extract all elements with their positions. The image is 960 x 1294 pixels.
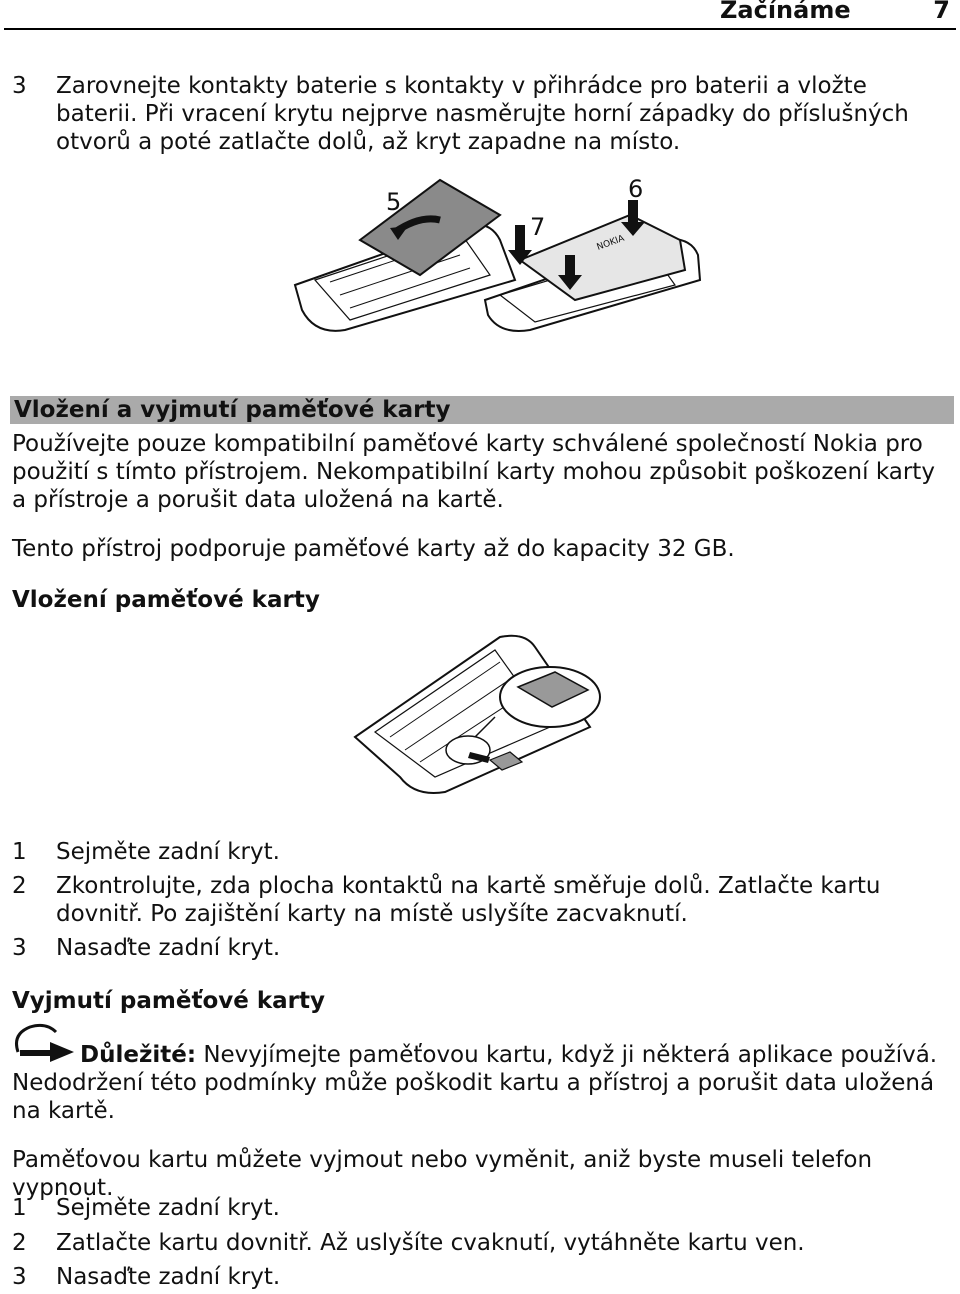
page-header: Začínáme 7: [720, 0, 950, 24]
remove-step-3: 3 Nasaďte zadní kryt.: [12, 1263, 952, 1291]
important-text: Nevyjímejte paměťovou kartu, když ji něk…: [12, 1042, 938, 1124]
figure-label-7: 7: [530, 213, 545, 241]
important-label: Důležité:: [80, 1042, 197, 1068]
step-number: 2: [12, 1230, 27, 1256]
important-hand-icon: [15, 1023, 74, 1062]
insert-step-1: 1 Sejměte zadní kryt.: [12, 838, 952, 866]
figure-label-5: 5: [386, 188, 401, 216]
memory-card-drawing: [468, 671, 590, 771]
header-section-title: Začínáme: [720, 0, 851, 24]
step-number: 3: [12, 73, 27, 99]
arrow-icons: [508, 200, 645, 290]
step-text: Zarovnejte kontakty baterie s kontakty v…: [56, 73, 909, 155]
step-number: 3: [12, 935, 27, 961]
step-text: Sejměte zadní kryt.: [56, 839, 280, 865]
step-text: Nasaďte zadní kryt.: [56, 935, 281, 961]
insert-card-heading: Vložení paměťové karty: [12, 587, 320, 613]
step-text: Nasaďte zadní kryt.: [56, 1264, 281, 1290]
battery-cover-illustration: NOKIA 5 6 7: [293, 175, 702, 332]
remove-step-2: 2 Zatlačte kartu dovnitř. Až uslyšíte cv…: [12, 1229, 952, 1257]
step-text: Zkontrolujte, zda plocha kontaktů na kar…: [56, 873, 881, 927]
step-number: 1: [12, 1195, 27, 1221]
step-text: Sejměte zadní kryt.: [56, 1195, 280, 1221]
remove-note: Paměťovou kartu můžete vyjmout nebo vymě…: [12, 1147, 873, 1201]
memory-intro: Používejte pouze kompatibilní paměťové k…: [12, 431, 935, 513]
remove-step-1: 1 Sejměte zadní kryt.: [12, 1194, 952, 1222]
figure-label-6: 6: [628, 175, 643, 203]
insert-step-3: 3 Nasaďte zadní kryt.: [12, 934, 952, 962]
step-number: 1: [12, 839, 27, 865]
header-rule: [4, 28, 956, 30]
capacity-note: Tento přístroj podporuje paměťové karty …: [12, 536, 735, 562]
insert-step-2: 2 Zkontrolujte, zda plocha kontaktů na k…: [12, 872, 952, 928]
page-number: 7: [933, 0, 950, 24]
step-number: 3: [12, 1264, 27, 1290]
step-text: Zatlačte kartu dovnitř. Až uslyšíte cvak…: [56, 1230, 805, 1256]
memory-card-section-title: Vložení a vyjmutí paměťové karty: [10, 396, 954, 424]
remove-card-heading: Vyjmutí paměťové karty: [12, 988, 325, 1014]
memory-card-illustration: [353, 634, 601, 794]
battery-drawing: [358, 178, 502, 277]
battery-step: 3 Zarovnejte kontakty baterie s kontakty…: [12, 72, 952, 156]
step-number: 2: [12, 873, 27, 899]
important-note: Důležité: Nevyjímejte paměťovou kartu, k…: [12, 1041, 952, 1125]
